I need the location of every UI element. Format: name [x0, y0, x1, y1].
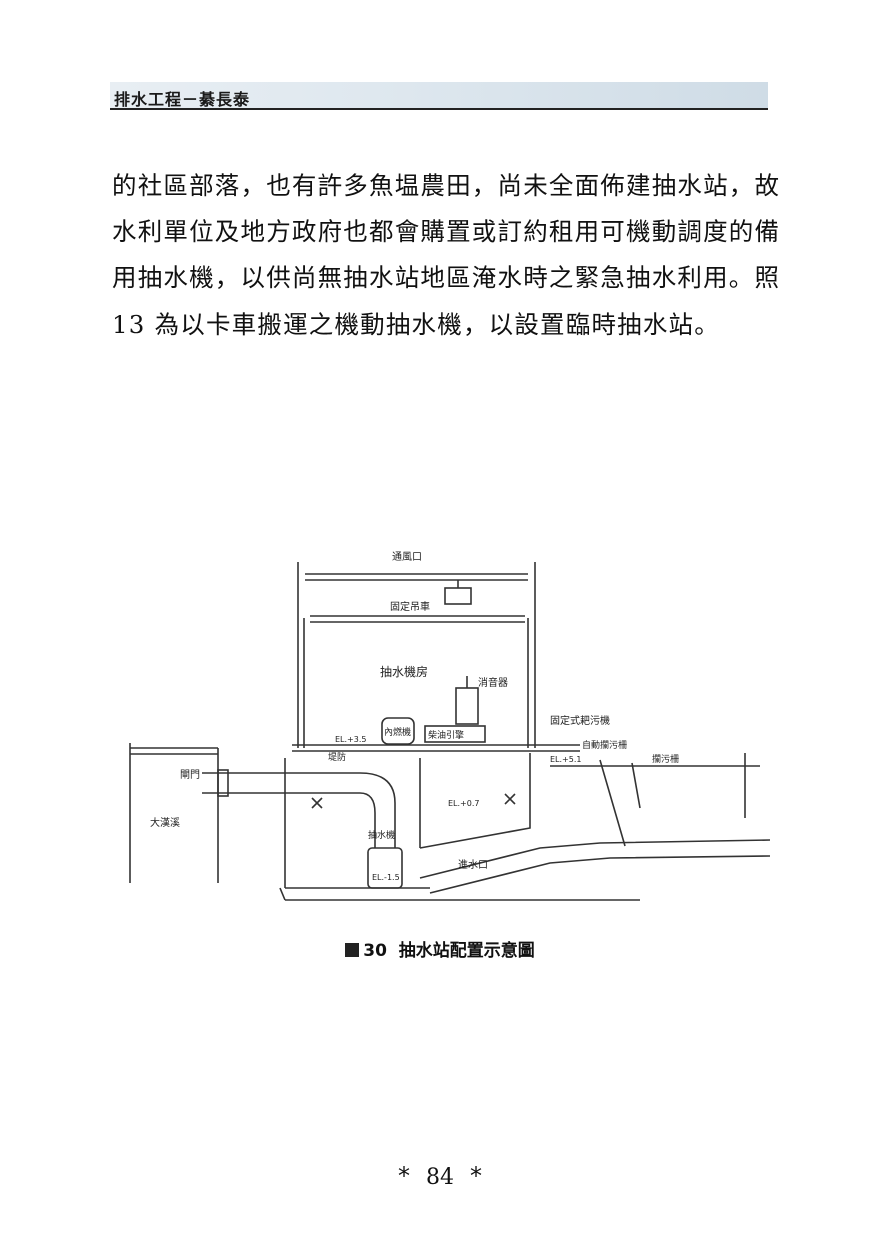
footer-star-left: * — [398, 1162, 410, 1190]
label-auto-screen: 自動攔污柵 — [582, 739, 627, 751]
label-pump: 抽水機 — [368, 829, 395, 841]
label-el-top: EL.+3.5 — [335, 735, 366, 744]
header-band — [110, 82, 768, 108]
body-line-2: 水利單位及地方政府也都會購置或訂約租用可機動調度的備 — [112, 217, 781, 246]
body-line-3: 用抽水機，以供尚無抽水站地區淹水時之緊急抽水利用。照 — [112, 263, 781, 292]
page-footer: * 84 * — [0, 1162, 880, 1190]
label-vent: 通風口 — [392, 551, 422, 563]
label-silencer: 消音器 — [478, 676, 508, 689]
label-sea: 大漢溪 — [150, 816, 180, 829]
caption-marker-icon — [345, 943, 360, 957]
label-engine: 內燃機 — [384, 726, 411, 738]
header-rule — [110, 108, 768, 110]
label-screen-machine: 固定式耙污機 — [550, 714, 610, 727]
label-el-mid: EL.+0.7 — [448, 799, 479, 808]
figure-caption: 30 抽水站配置示意圖 — [0, 936, 880, 961]
label-gate: 閘門 — [180, 769, 200, 781]
body-line-4: 13 為以卡車搬運之機動抽水機，以設置臨時抽水站。 — [112, 310, 720, 339]
body-line-1: 的社區部落，也有許多魚塭農田，尚未全面佈建抽水站，故 — [112, 171, 781, 200]
running-header: 排水工程－綦長泰 — [114, 90, 251, 109]
page-number: 84 — [426, 1165, 454, 1190]
label-el-bottom: EL.-1.5 — [372, 873, 400, 882]
label-channel: 進水口 — [458, 859, 488, 871]
figure-number: 30 — [363, 941, 387, 961]
label-el-right: EL.+5.1 — [550, 755, 581, 764]
pump-station-diagram: 通風口 固定吊車 抽水機房 消音器 EL.+3.5 內燃機 柴油引擎 固定式耙污… — [129, 551, 770, 901]
label-levee: 堤防 — [328, 751, 346, 763]
figure-title: 抽水站配置示意圖 — [398, 941, 535, 961]
label-trash-rack: 攔污柵 — [652, 753, 679, 765]
label-crane: 固定吊車 — [390, 600, 430, 613]
label-fuel-tank: 柴油引擎 — [428, 729, 464, 741]
label-pump-room: 抽水機房 — [380, 664, 428, 679]
footer-star-right: * — [470, 1162, 482, 1190]
